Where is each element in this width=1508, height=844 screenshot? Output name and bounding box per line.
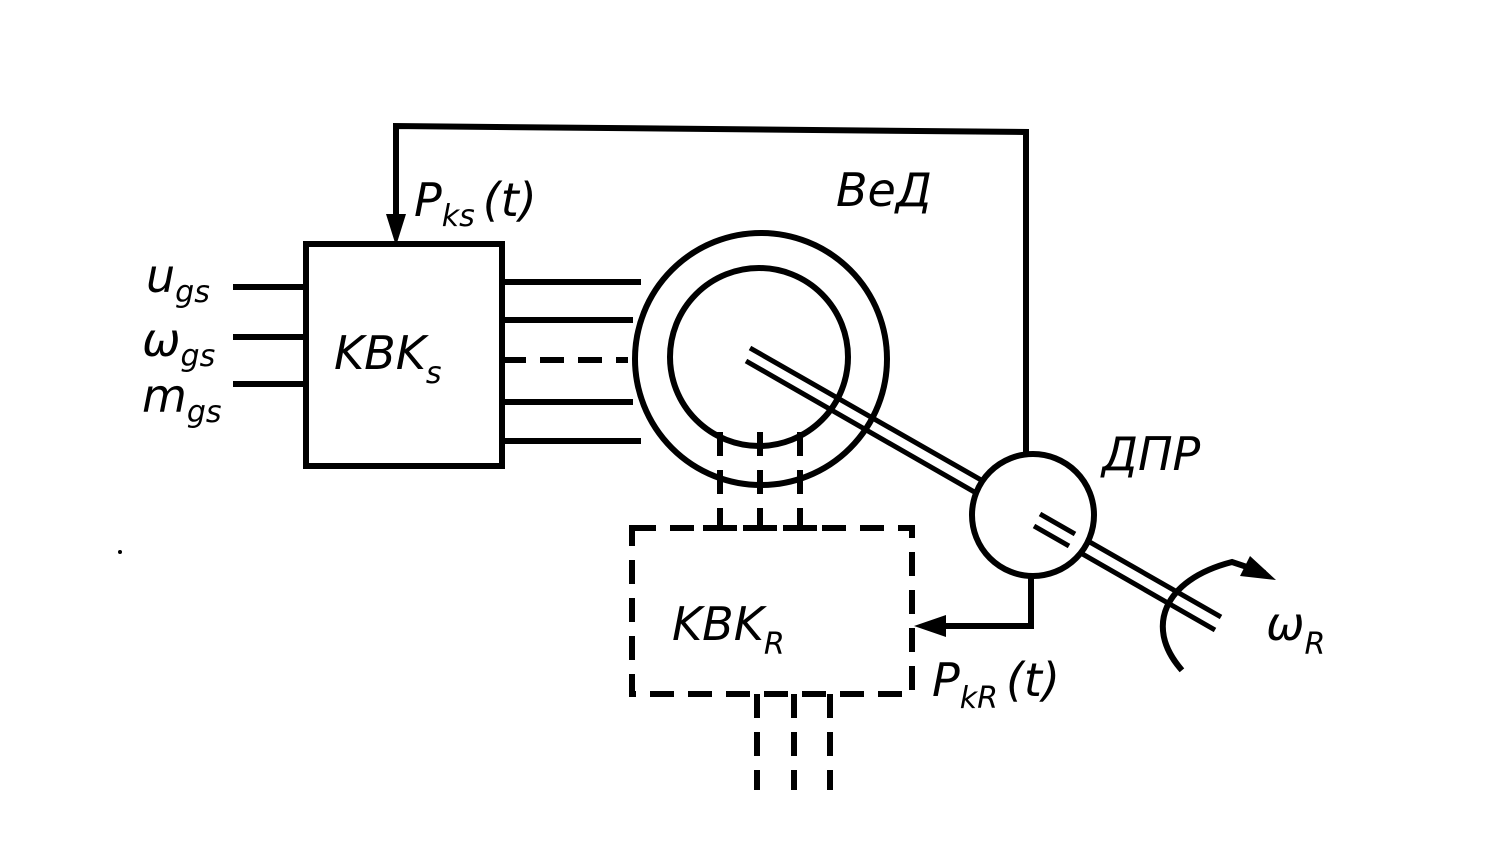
input-w-label-sub: gs <box>181 339 216 374</box>
rotor-feedback-label-tail: (t) <box>1006 653 1060 707</box>
input-m-label-sub: gs <box>187 395 222 430</box>
sensor-label: ДПР <box>1100 427 1201 481</box>
rotor-converter-label-main: KBK <box>672 597 768 651</box>
rotor-feedback-arrow <box>914 615 946 637</box>
sensor-shaft-b <box>1032 523 1071 549</box>
motor-label: ВеД <box>836 163 932 217</box>
rotor-speed-label-sub: R <box>1305 627 1326 662</box>
stator-feedback-label-tail: (t) <box>483 173 537 227</box>
rotor-converter-label-sub: R <box>764 627 785 662</box>
input-w-label-main: ω <box>142 313 181 367</box>
stator-converter-label-sub: s <box>426 356 442 391</box>
stator-feedback-line <box>393 122 1029 455</box>
input-w-label: ωgs <box>142 313 215 374</box>
input-u-label-sub: gs <box>175 275 210 310</box>
rotor-feedback-label-main: P <box>932 653 960 707</box>
stator-converter-label-main: KBK <box>334 326 430 380</box>
stator-converter-label: KBKs <box>334 326 442 391</box>
rotor-speed-label: ωR <box>1266 597 1325 662</box>
rotor-feedback-label-sub: kR <box>960 681 998 716</box>
rotor-converter-label: KBKR <box>672 597 785 662</box>
input-m-label: mgs <box>142 369 222 430</box>
stator-converter-box <box>303 241 505 469</box>
stator-feedback-label-sub: ks <box>442 199 475 234</box>
stator-feedback-label-main: P <box>414 173 442 227</box>
stator-feedback-label: Pks(t) <box>414 173 537 234</box>
rotation-arrow-arc <box>1159 558 1266 673</box>
input-u-label-main: u <box>146 249 175 303</box>
rotation-arrow-head <box>1240 556 1276 580</box>
rotor-feedback-label: PkR(t) <box>932 653 1060 716</box>
motor-rotor-circle <box>667 265 851 449</box>
rotor-speed-label-main: ω <box>1266 597 1305 651</box>
rotor-feedback-line <box>941 573 1034 629</box>
stray-dot <box>118 550 122 554</box>
input-u-label: ugs <box>146 249 210 310</box>
sensor-shaft-a <box>1038 511 1077 537</box>
input-m-label-main: m <box>142 369 187 423</box>
sensor-circle <box>969 451 1097 579</box>
stator-feedback-arrow <box>386 214 406 246</box>
rotor-converter-box <box>629 525 915 697</box>
